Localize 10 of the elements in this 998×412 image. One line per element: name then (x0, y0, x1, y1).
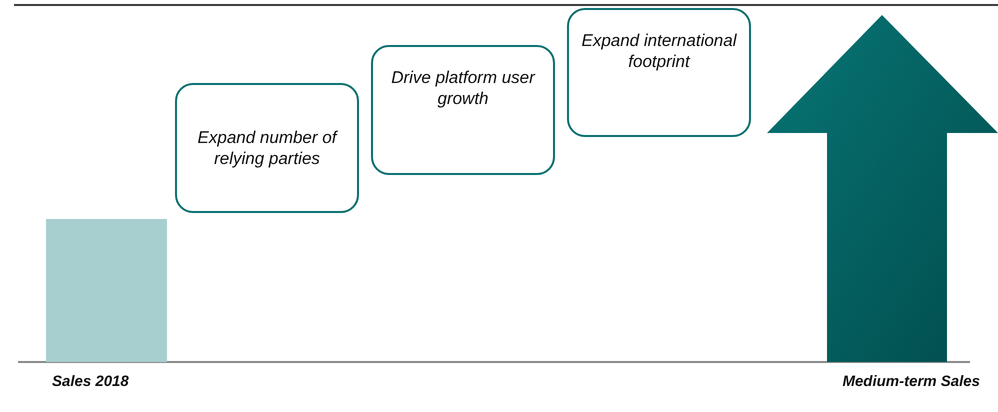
step-box (371, 45, 555, 175)
step-text: Expand number of relying parties (196, 127, 339, 169)
axis-label: Sales 2018 (52, 373, 129, 390)
axis-label: Medium-term Sales (842, 373, 980, 390)
step-text: Drive platform user growth (390, 67, 536, 109)
step-box (567, 8, 751, 137)
step-text: Expand international footprint (581, 30, 737, 72)
up-arrow (767, 15, 998, 362)
step-box (175, 83, 359, 213)
sales-bar (46, 219, 167, 362)
